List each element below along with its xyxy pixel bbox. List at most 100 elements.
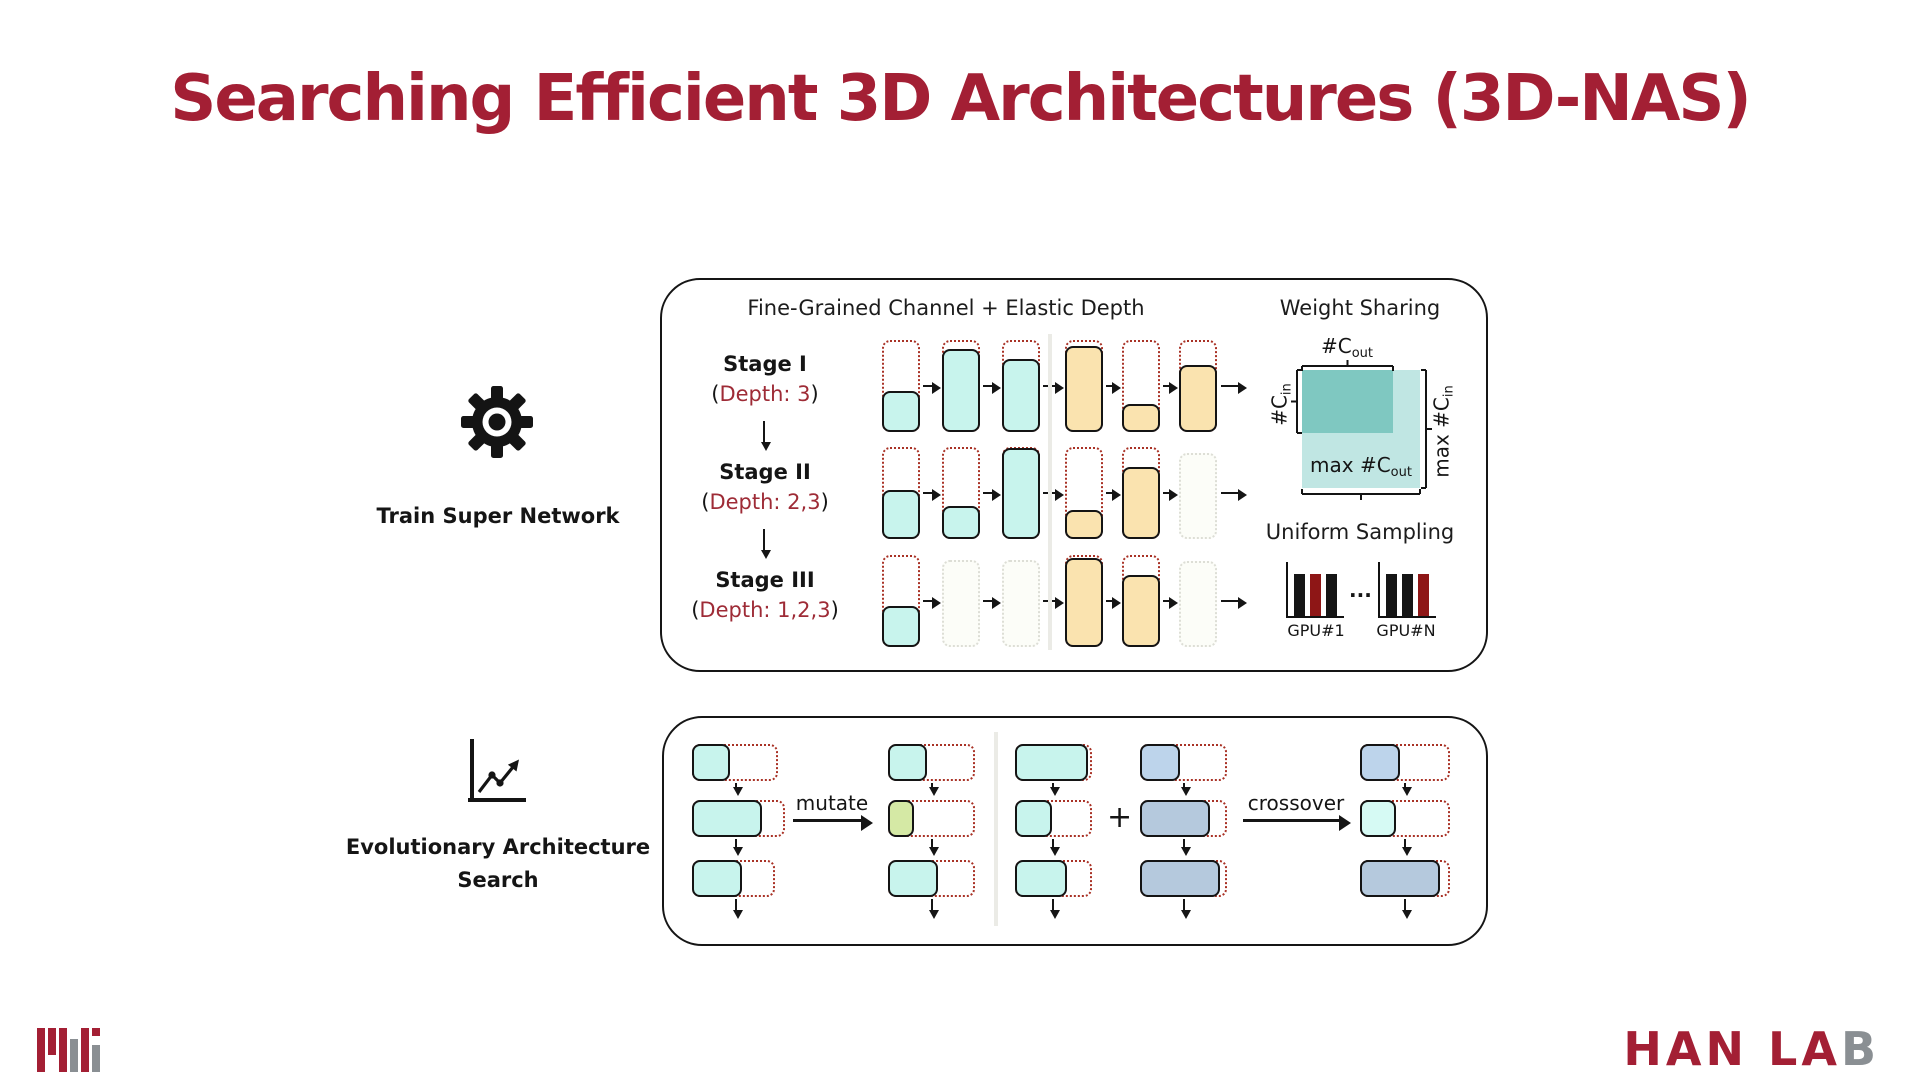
evo-block — [888, 800, 914, 837]
arrow-right-icon — [1106, 597, 1121, 609]
evo-block — [1015, 744, 1088, 781]
evo-block — [692, 860, 742, 897]
uniform-sampling-header: Uniform Sampling — [1265, 520, 1455, 544]
page-title: Searching Efficient 3D Architectures (3D… — [170, 62, 1751, 136]
hanlab-logo: HAN LAB — [1623, 1022, 1880, 1076]
arrow-down-icon — [733, 839, 744, 856]
evo-block — [1140, 744, 1180, 781]
evo-block — [888, 744, 927, 781]
plus-sign: + — [1107, 800, 1133, 835]
arrow-down-icon — [1181, 899, 1192, 919]
arrow-down-icon — [929, 839, 940, 856]
arch-block — [1122, 467, 1160, 539]
arch-block — [942, 506, 980, 539]
stage1-depth: (Depth: 3) — [711, 382, 819, 406]
evolutionary-search-label-line1: Evolutionary Architecture — [345, 835, 651, 859]
gpu-histogram-bar — [1402, 574, 1413, 616]
max-cout-label: max #Cout — [1310, 453, 1412, 480]
evo-block — [1360, 860, 1440, 897]
max-cin-label: max #Cin — [1429, 385, 1457, 478]
weight-matrix-sub — [1302, 370, 1393, 433]
stage2-depth: (Depth: 2,3) — [701, 490, 829, 514]
arch-block — [882, 490, 920, 539]
arrow-right-icon — [983, 597, 1001, 609]
gear-icon — [460, 385, 534, 459]
arrow-right-icon — [1243, 815, 1351, 831]
arch-block — [942, 349, 980, 432]
mutate-label: mutate — [795, 791, 869, 815]
arrow-down-icon — [1050, 899, 1061, 919]
arrow-right-icon — [1163, 382, 1178, 394]
gpu-histogram-bar — [1326, 574, 1337, 616]
arch-block-ghost — [1179, 453, 1217, 539]
arch-block-ghost — [1002, 560, 1040, 647]
gpu-histogram — [1286, 562, 1344, 618]
arrow-down-icon — [1402, 839, 1413, 856]
stage1-name: Stage I — [723, 352, 807, 376]
gpu-histogram-bar — [1418, 574, 1429, 616]
crossover-label: crossover — [1247, 791, 1345, 815]
gpu2-label: GPU#N — [1376, 621, 1436, 640]
stage3-name: Stage III — [715, 568, 815, 592]
evo-block — [1015, 800, 1052, 837]
arrow-down-icon — [1402, 783, 1413, 796]
arch-block — [1122, 404, 1160, 432]
weight-sharing-header: Weight Sharing — [1279, 296, 1441, 320]
arrow-right-icon — [923, 489, 941, 501]
gpu-histogram-bar — [1310, 574, 1321, 616]
arch-block — [1065, 558, 1103, 647]
arrow-right-icon — [1163, 597, 1178, 609]
cin-label: #Cin — [1267, 383, 1295, 426]
arch-block-ghost — [942, 560, 980, 647]
evo-block — [1140, 860, 1220, 897]
arch-block — [882, 391, 920, 432]
evo-block — [1140, 800, 1210, 837]
weight-matrix-brackets — [1260, 325, 1470, 510]
group-divider — [1048, 334, 1052, 650]
arrow-down-icon — [1181, 839, 1192, 856]
arrow-right-icon — [1221, 597, 1247, 609]
stage2-name: Stage II — [719, 460, 811, 484]
arrow-down-icon — [929, 783, 940, 796]
arrow-right-icon — [983, 382, 1001, 394]
evo-block — [1360, 744, 1400, 781]
evolutionary-search-label: Evolutionary Architecture Search — [328, 831, 668, 897]
hanlab-logo-accent: B — [1840, 1022, 1880, 1076]
evo-block — [888, 860, 938, 897]
arrow-right-icon — [793, 815, 873, 831]
arrow-down-icon — [929, 899, 940, 919]
arrow-right-icon — [983, 489, 1001, 501]
arch-block — [1002, 359, 1040, 432]
arrow-down-icon — [733, 783, 744, 796]
arrow-right-icon — [1106, 382, 1121, 394]
arch-block — [1065, 510, 1103, 539]
arrow-down-icon — [1181, 783, 1192, 796]
group-divider — [994, 732, 998, 926]
arrow-right-icon — [1221, 489, 1247, 501]
fine-grained-header: Fine-Grained Channel + Elastic Depth — [747, 296, 1145, 320]
arrow-right-icon — [923, 382, 941, 394]
stage3-depth: (Depth: 1,2,3) — [691, 598, 839, 622]
arrow-right-icon — [923, 597, 941, 609]
arrow-down-icon — [761, 529, 772, 559]
arrow-down-icon — [1402, 899, 1413, 919]
arrow-right-icon — [1106, 489, 1121, 501]
arrow-down-icon — [761, 421, 772, 451]
evo-block — [692, 800, 762, 837]
arch-block — [1065, 346, 1103, 432]
gpu-histogram — [1378, 562, 1436, 618]
gpu1-label: GPU#1 — [1287, 621, 1345, 640]
mit-logo — [37, 1028, 101, 1072]
cout-label: #Cout — [1320, 334, 1374, 361]
arch-block — [882, 606, 920, 647]
evo-block — [1360, 800, 1396, 837]
arrow-down-icon — [1050, 839, 1061, 856]
arrow-right-icon — [1221, 382, 1247, 394]
arch-block — [1179, 365, 1217, 432]
hanlab-logo-main: HAN LA — [1623, 1022, 1841, 1076]
arrow-right-icon — [1163, 489, 1178, 501]
evo-block — [692, 744, 730, 781]
arrow-down-icon — [733, 899, 744, 919]
line-chart-icon — [462, 736, 530, 808]
